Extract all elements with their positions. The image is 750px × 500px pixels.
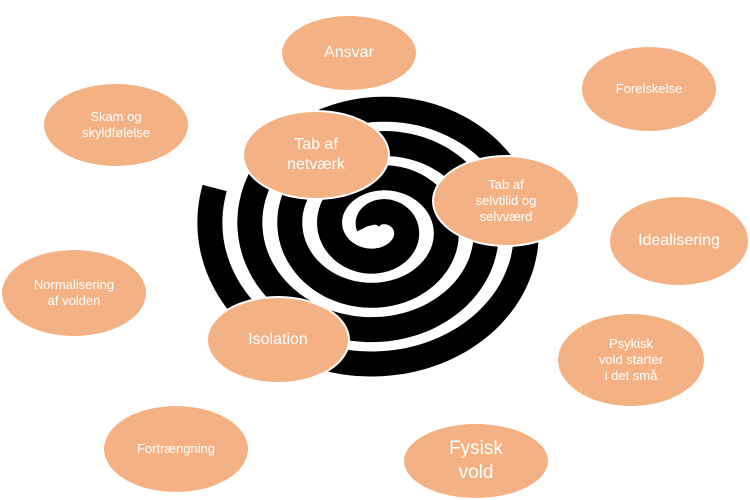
stage-label: Fortrængning [136, 440, 216, 456]
stage-label: Skam og skyldfølelse [82, 108, 150, 140]
stage-psykisk-vold: Psykisk vold starter i det små [556, 312, 706, 408]
stage-label: Tab af netværk [287, 136, 345, 173]
stage-tab-af-selvtillid: Tab af selvtilid og selvværd [432, 155, 580, 247]
stage-label: Normalisering af volden [33, 276, 115, 308]
stage-forelskelse: Forelskelse [580, 45, 718, 133]
stage-label: Tab af selvtilid og selvværd [475, 176, 537, 225]
stage-label: Idealisering [638, 232, 720, 249]
stage-label: Ansvar [324, 44, 374, 61]
stage-tab-af-netvaerk: Tab af netværk [242, 110, 390, 200]
stage-isolation: Isolation [206, 296, 350, 384]
stage-label: Psykisk vold starter i det små [598, 335, 664, 384]
stage-skam-og-skyldfolelse: Skam og skyldfølelse [42, 82, 190, 168]
stage-label: Fysisk vold [449, 438, 503, 483]
stage-idealisering: Idealisering [608, 195, 750, 287]
stage-label: Isolation [248, 331, 308, 348]
stage-normalisering: Normalisering af volden [0, 248, 148, 338]
spiral-path [197, 96, 539, 377]
stage-ansvar: Ansvar [280, 14, 418, 92]
stage-fysisk-vold: Fysisk vold [402, 422, 550, 500]
stage-fortraengning: Fortrængning [102, 404, 250, 494]
stage-label: Forelskelse [615, 80, 683, 96]
